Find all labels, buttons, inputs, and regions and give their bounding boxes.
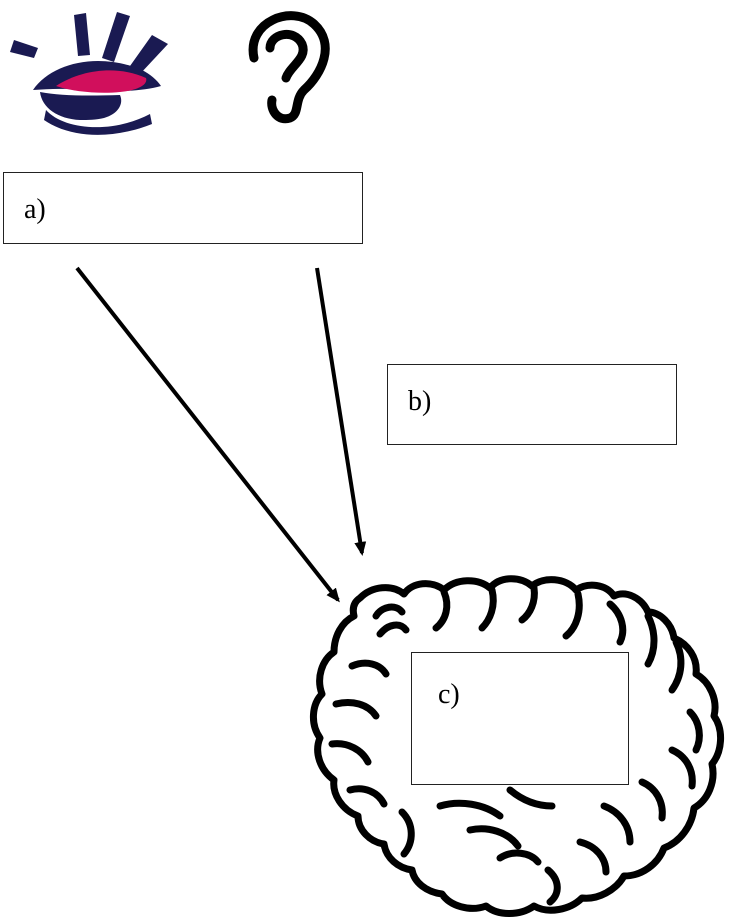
brain-icon: [310, 575, 724, 917]
ear-icon: [248, 11, 330, 124]
answer-box-a[interactable]: a): [3, 172, 363, 244]
answer-box-c[interactable]: c): [411, 652, 629, 785]
answer-box-c-label: c): [438, 679, 460, 710]
answer-box-b[interactable]: b): [387, 364, 677, 445]
answer-box-b-label: b): [408, 386, 432, 417]
eye-icon: [10, 12, 168, 135]
arrow-ear-to-brain: [315, 267, 367, 556]
answer-box-a-label: a): [24, 194, 46, 225]
arrow-eye-to-brain: [75, 266, 340, 603]
